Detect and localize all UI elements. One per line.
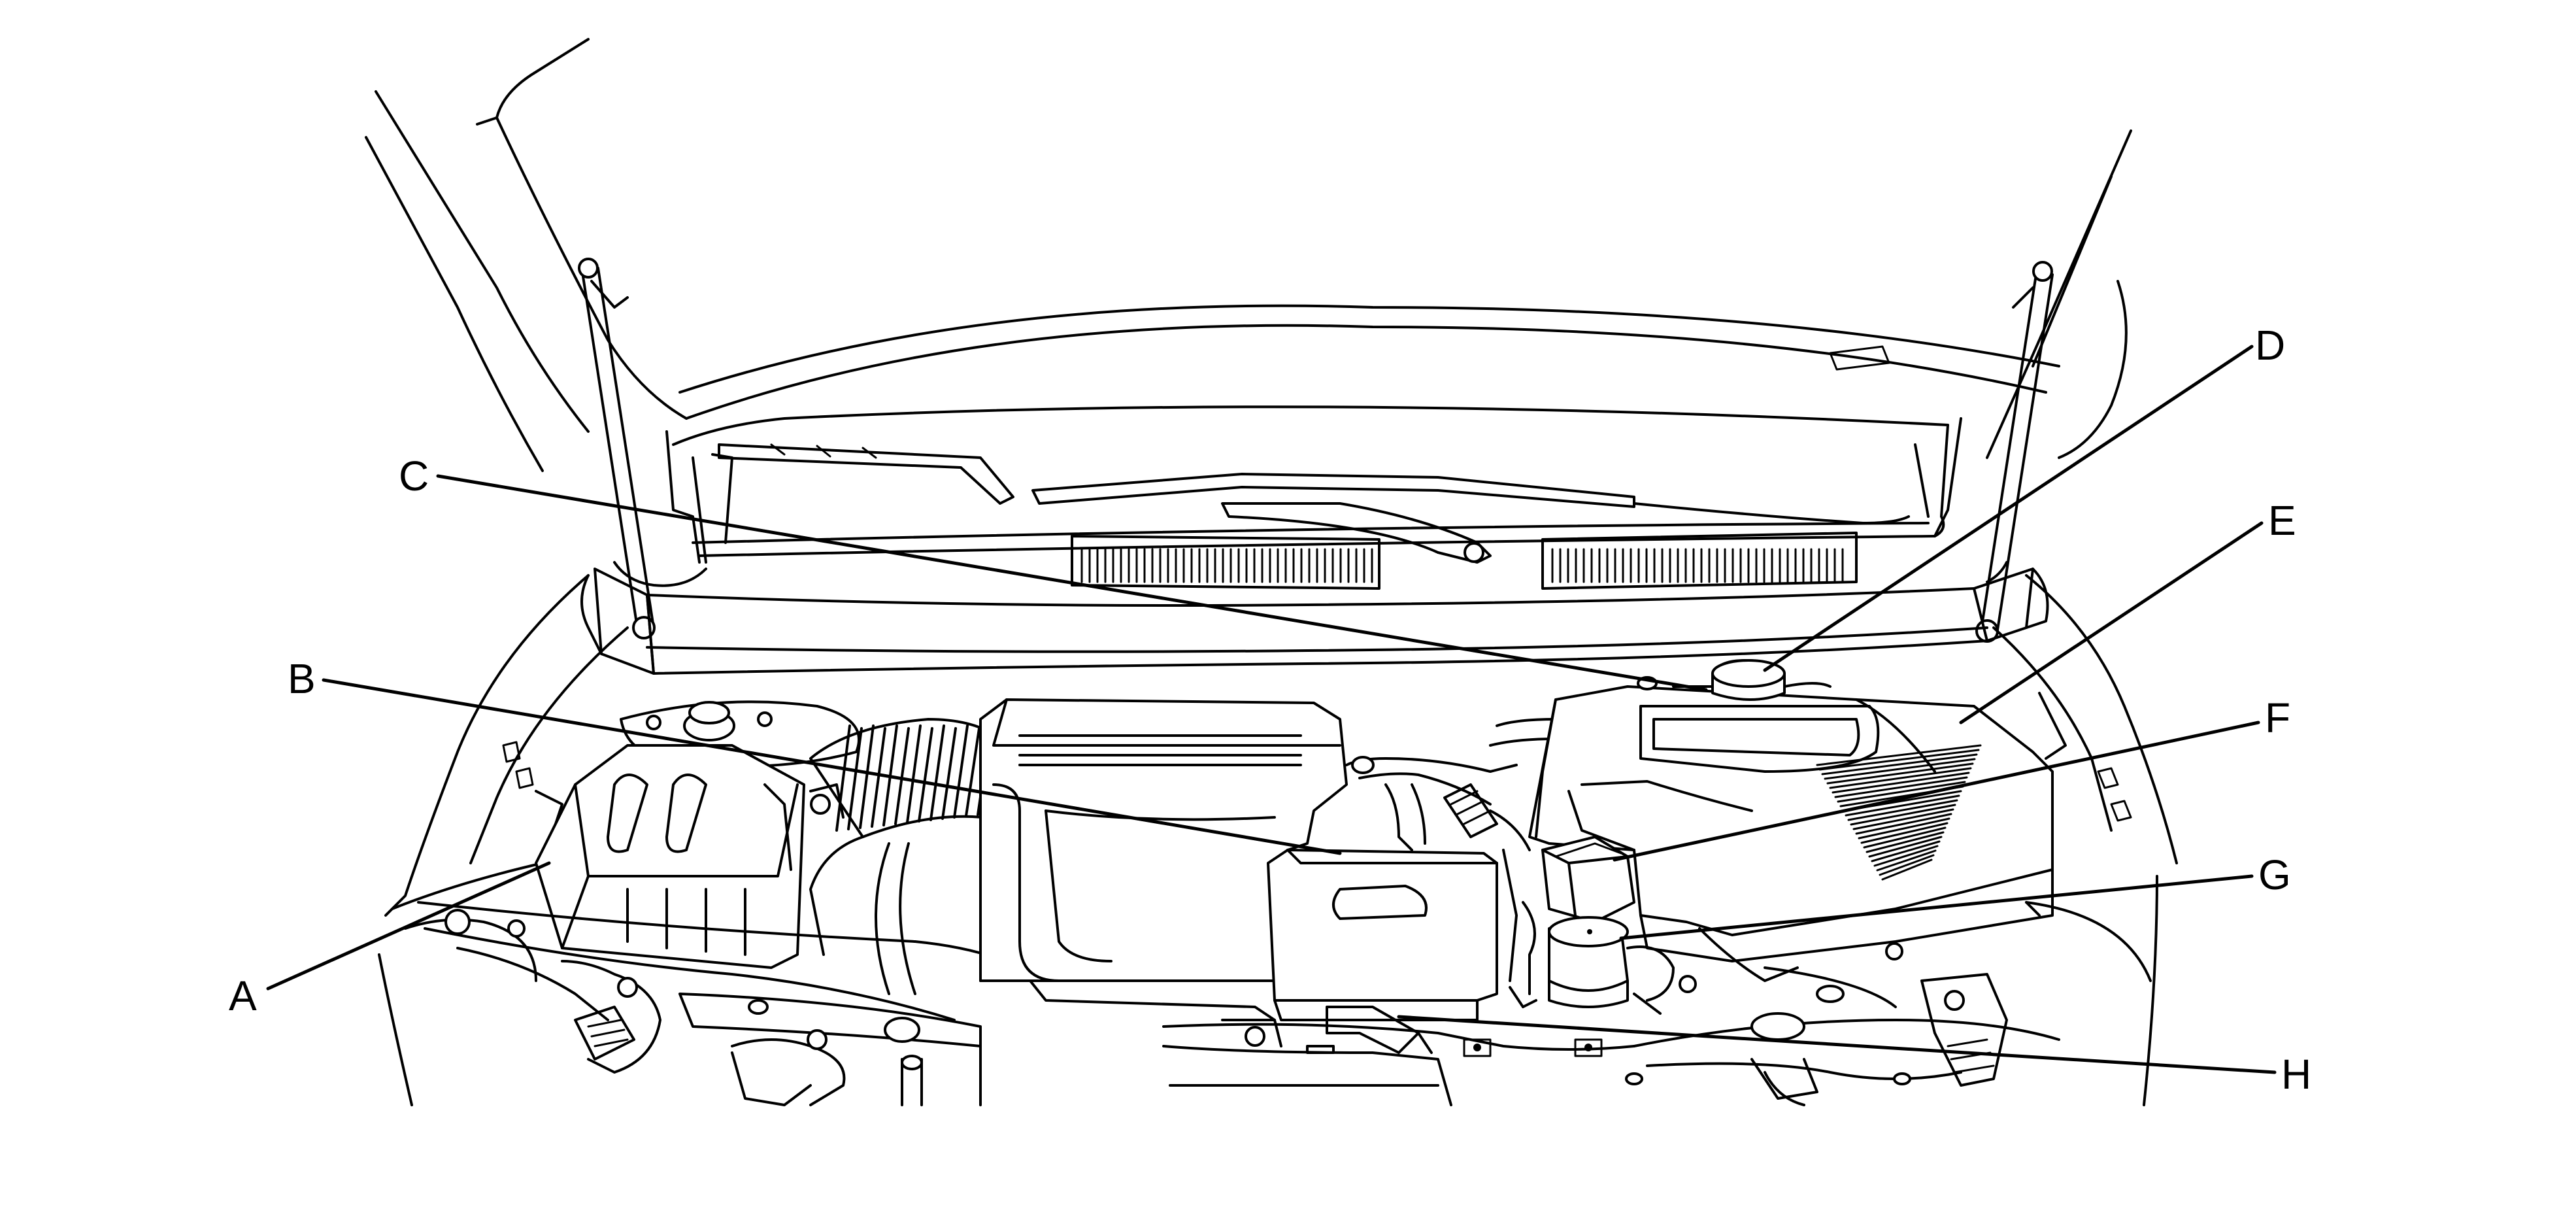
leader-line-a: [266, 861, 551, 991]
battery-component-a: [535, 744, 805, 969]
reservoir-g: [1548, 916, 1675, 1015]
cowl-vent-right: [1541, 532, 1858, 590]
callout-e: E: [2268, 497, 2296, 544]
wiper-blade-right: [1031, 473, 1910, 564]
cowl-panel: [580, 561, 2049, 675]
callout-f: F: [2265, 694, 2290, 741]
relay-box-b: [1267, 849, 1498, 1021]
leader-line-d: [1763, 345, 2254, 672]
callout-labels: A B C D E F G H: [229, 322, 2311, 1098]
mount-h: [1221, 1006, 1433, 1054]
callout-d: D: [2255, 322, 2285, 369]
hood-strut-right: [1975, 261, 2054, 643]
leader-line-f: [1613, 721, 2260, 862]
leader-line-b: [322, 678, 1342, 855]
leader-line-g: [1619, 874, 2254, 940]
right-front-bracket: [1764, 966, 2008, 1087]
hood-strut-left: [578, 258, 656, 639]
callout-a: A: [229, 972, 257, 1019]
hood: [365, 38, 2132, 564]
engine-cover: [979, 698, 1348, 982]
fender-right: [1992, 574, 2178, 1106]
callout-b: B: [288, 655, 316, 702]
callout-g: G: [2258, 851, 2291, 898]
left-strut-mount: [620, 700, 860, 768]
cowl-vent-left: [1071, 535, 1380, 590]
reservoir-f: [1541, 836, 1635, 923]
wiper-blade-left: [718, 443, 1014, 505]
leader-line-e: [1959, 521, 2264, 724]
leader-line-h: [1397, 1015, 2277, 1074]
callout-h: H: [2281, 1051, 2311, 1098]
callout-c: C: [399, 452, 429, 500]
radiator-support: [417, 901, 2060, 1106]
leader-line-c: [436, 474, 1708, 692]
leader-lines: [266, 345, 2277, 1074]
